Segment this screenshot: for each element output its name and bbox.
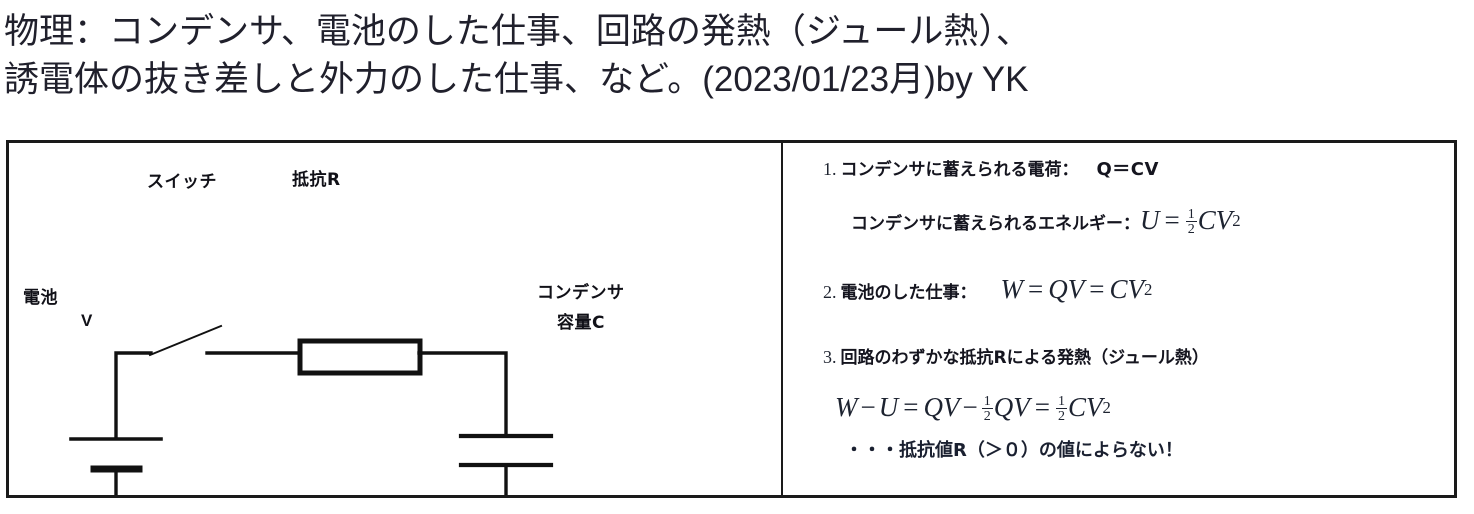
math-fraction-numerator: 1 <box>983 393 991 409</box>
math-q-1: Q <box>923 392 943 423</box>
panel-divider <box>781 143 783 495</box>
resistor-label: 抵抗R <box>292 170 341 190</box>
math-u: U <box>1140 205 1160 236</box>
formula-item-1b-text: コンデンサに蓄えられるエネルギー： <box>851 214 1140 235</box>
wire-battery-to-switch <box>114 351 153 440</box>
math-w: W <box>835 392 858 423</box>
wire-bottom-return <box>114 464 508 495</box>
math-minus-1: − <box>860 392 876 423</box>
math-fraction-half: 1 2 <box>1185 206 1197 238</box>
formula-item-3: 3. 回路のわずかな抵抗Rによる発熱（ジュール熱） <box>823 343 1209 368</box>
math-equals-1: = <box>1028 274 1044 304</box>
math-v-2: V <box>1127 274 1144 304</box>
math-fraction-denominator: 2 <box>1055 408 1067 425</box>
math-c: C <box>1197 205 1216 236</box>
circuit-schematic-svg <box>69 324 554 495</box>
formula-list: 1. コンデンサに蓄えられる電荷： Q＝CV コンデンサに蓄えられるエネルギー：… <box>783 143 1460 495</box>
formula-item-1-number: 1. <box>823 159 837 179</box>
math-u: U <box>878 392 899 423</box>
math-q: Q <box>1048 274 1068 304</box>
math-v-1: V <box>1067 274 1085 304</box>
math-fraction-numerator: 1 <box>1057 393 1065 409</box>
battery-voltage-label: V <box>81 311 93 330</box>
switch-label: スイッチ <box>147 172 217 192</box>
formula-item-3-note: ・・・抵抗値R（＞０）の値によらない！ <box>845 436 1183 462</box>
formula-item-2-text: 電池のした仕事： <box>840 283 977 303</box>
math-fraction-denominator: 2 <box>981 408 993 425</box>
math-v-3: V <box>1085 392 1103 423</box>
capacitor-capacitance-label: 容量C <box>557 313 605 333</box>
formula-item-3-text: 回路のわずかな抵抗Rによる発熱（ジュール熱） <box>840 348 1209 368</box>
formula-item-3-note-text: ・・・抵抗値R（＞０）の値によらない！ <box>845 440 1183 461</box>
page-title-line-2: 誘電体の抜き差しと外力のした仕事、など。(2023/01/23月)by YK <box>4 60 1029 99</box>
formula-item-1: 1. コンデンサに蓄えられる電荷： Q＝CV <box>823 155 1159 181</box>
formula-item-2-number: 2. <box>823 282 837 302</box>
formula-item-2: 2. 電池のした仕事： W = Q V = C V 2 <box>823 274 1153 304</box>
formula-item-1b: コンデンサに蓄えられるエネルギー： U = 1 2 C V 2 <box>851 205 1241 238</box>
formula-item-1b-equation: U = 1 2 C V 2 <box>1140 205 1241 238</box>
math-q-2: Q <box>993 392 1014 423</box>
math-v-2: V <box>1013 392 1030 423</box>
resistor-body <box>297 338 423 376</box>
formula-item-2-equation: W = Q V = C V 2 <box>1000 274 1153 304</box>
math-c: C <box>1109 274 1128 304</box>
math-fraction-half-1: 1 2 <box>981 393 993 425</box>
page-title: 物理：コンデンサ、電池のした仕事、回路の発熱（ジュール熱）、 誘電体の抜き差しと… <box>4 8 1470 104</box>
math-equals-1: = <box>903 392 919 423</box>
content-frame: スイッチ 抵抗R 電池 V コンデンサ 容量C 1. コンデンサに蓄えられる電荷… <box>6 140 1457 498</box>
math-fraction-denominator: 2 <box>1185 221 1197 238</box>
switch-blade <box>148 324 223 357</box>
formula-item-3-number: 3. <box>823 347 837 367</box>
math-w: W <box>1000 274 1024 304</box>
math-fraction-numerator: 1 <box>1187 206 1195 222</box>
math-v-1: V <box>942 392 960 423</box>
math-equals-2: = <box>1034 392 1050 423</box>
circuit-diagram: スイッチ 抵抗R 電池 V コンデンサ 容量C <box>9 143 781 495</box>
formula-item-1-equation: Q＝CV <box>1096 159 1159 180</box>
battery-label: 電池 <box>23 288 58 308</box>
math-minus-2: − <box>962 392 978 423</box>
page-title-line-1: 物理：コンデンサ、電池のした仕事、回路の発熱（ジュール熱）、 <box>4 12 1031 51</box>
math-c: C <box>1067 392 1086 423</box>
capacitor-label: コンデンサ <box>537 283 625 303</box>
formula-item-1-text: コンデンサに蓄えられる電荷： <box>840 160 1079 180</box>
math-v: V <box>1215 205 1233 236</box>
wire-resistor-to-capacitor <box>417 351 508 437</box>
math-equals: = <box>1164 205 1180 236</box>
math-fraction-half-2: 1 2 <box>1055 393 1067 425</box>
formula-item-3-equation: W − U = Q V − 1 2 Q V = 1 2 C V <box>835 392 1111 425</box>
math-equals-2: = <box>1089 274 1105 304</box>
